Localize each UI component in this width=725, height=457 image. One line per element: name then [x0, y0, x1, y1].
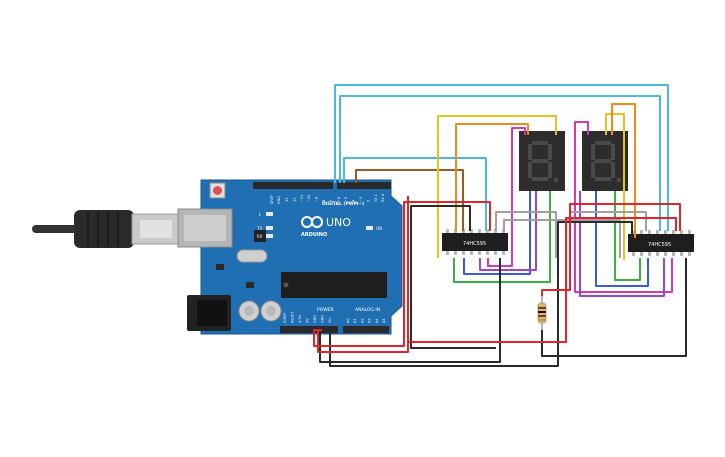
wire-magenta-3 [487, 196, 513, 267]
usb-chip [254, 230, 266, 242]
crystal [236, 249, 268, 263]
digital-pin-label-5: 8 [322, 200, 326, 202]
digital-pin-label-1: 12 [292, 198, 296, 202]
wire-purple-1 [479, 191, 537, 271]
digital-pin-label-12: TX 1 [374, 194, 378, 203]
wire-brown [355, 169, 464, 231]
gnd-label: GND [277, 196, 281, 204]
wire-gray-1 [495, 211, 557, 258]
digital-pin-label-2: ~11 [300, 195, 304, 202]
power-pin-label-5: GND [321, 315, 325, 323]
digital-header-right[interactable] [337, 182, 391, 189]
analog-pin-label-2: A2 [360, 318, 364, 323]
led-tx [266, 226, 273, 230]
digital-pin-label-7: ~6 [337, 197, 341, 202]
wire-black-4 [329, 221, 633, 367]
wire-black-2 [410, 205, 471, 231]
digital-pin-label-6: 7 [329, 200, 333, 202]
chip-1-label: 74HC595 [463, 241, 486, 247]
shift-register-1[interactable]: 74HC595 [442, 229, 508, 255]
wire-lightblue-1 [334, 84, 669, 231]
wire-orange-1 [455, 123, 529, 231]
seven-segment-display-2[interactable] [582, 131, 628, 191]
brand-label: ARDUINO [301, 232, 327, 238]
arduino-logo [301, 216, 323, 228]
wire-red-1 [313, 201, 491, 347]
wire-green-2 [614, 191, 641, 281]
wire-magenta-1 [511, 127, 526, 196]
rx-label: RX [257, 234, 263, 239]
power-pin-label-3: 5V [306, 318, 310, 323]
wire-yellow-1 [437, 115, 557, 258]
wire-blue-2 [595, 191, 649, 287]
led-rx [266, 234, 273, 238]
power-pin-label-2: 3.3V [298, 314, 302, 323]
power-label: POWER [317, 307, 334, 313]
wire-lightblue-2 [339, 95, 661, 231]
digital-header-left[interactable] [253, 182, 333, 189]
reset-button[interactable] [209, 182, 226, 199]
wire-gray-3 [503, 219, 621, 258]
wire-magenta-2 [574, 121, 589, 196]
digital-pin-label-4: ~9 [315, 197, 319, 202]
on-label: ON [376, 226, 382, 231]
wire-gray-2 [570, 211, 647, 231]
wires [313, 84, 687, 367]
wire-black-1 [319, 258, 501, 363]
wire-lightblue-3 [343, 157, 487, 231]
power-pin-label-0: IOREF [283, 313, 287, 323]
led-l [266, 212, 273, 216]
analog-pin-label-5: A5 [382, 318, 386, 323]
usb-cable[interactable] [32, 210, 179, 248]
wire-red-3 [407, 196, 677, 343]
digital-pin-label-11: 2 [366, 200, 370, 202]
wire-purple-2 [579, 191, 665, 297]
analog-pin-label-3: A3 [368, 318, 372, 323]
digital-pin-label-9: 4 [352, 199, 356, 202]
digital-pin-label-8: ~5 [344, 197, 348, 202]
digital-pin-label-10: ~3 [359, 197, 363, 202]
tx-label: TX [256, 226, 262, 231]
digital-label: DIGITAL (PWM~) [322, 201, 364, 207]
power-header[interactable] [280, 326, 338, 333]
wire-magenta-4 [574, 196, 673, 293]
digital-pin-label-13: RX 0 [381, 194, 385, 202]
wire-yellow-2 [605, 113, 625, 260]
digital-pin-label-3: ~10 [307, 195, 311, 202]
analog-header[interactable] [343, 326, 389, 333]
analog-pin-label-1: A1 [353, 318, 357, 323]
wire-blue-1 [463, 191, 531, 275]
wire-black-3 [410, 224, 496, 349]
power-pin-label-6: Vin [328, 317, 332, 323]
capacitors [238, 300, 282, 322]
analog-pin-label-0: A0 [346, 318, 350, 323]
analog-pin-label-4: A4 [375, 318, 379, 323]
chip-2-label: 74HC595 [648, 242, 671, 248]
wire-green-1 [453, 191, 551, 283]
l-label: L [259, 212, 262, 217]
atmega-chip [281, 272, 387, 298]
led-on [366, 226, 373, 230]
wire-red-4 [541, 203, 681, 296]
model-label: UNO [326, 216, 351, 229]
analog-label: ANALOG IN [355, 307, 380, 313]
digital-pin-label-0: 13 [285, 198, 289, 202]
resistor[interactable] [537, 296, 547, 330]
shift-register-2[interactable]: 74HC595 [628, 230, 694, 256]
wire-orange-2 [611, 103, 636, 238]
aref-label: AREF [270, 195, 274, 204]
arduino-uno-board[interactable]: ARDUINO UNO DIGITAL (PWM~) AREF GND ON L… [177, 179, 403, 335]
seven-segment-display-1[interactable] [519, 131, 565, 191]
power-pin-label-1: RESET [291, 311, 295, 323]
power-pin-label-4: GND [313, 315, 317, 323]
